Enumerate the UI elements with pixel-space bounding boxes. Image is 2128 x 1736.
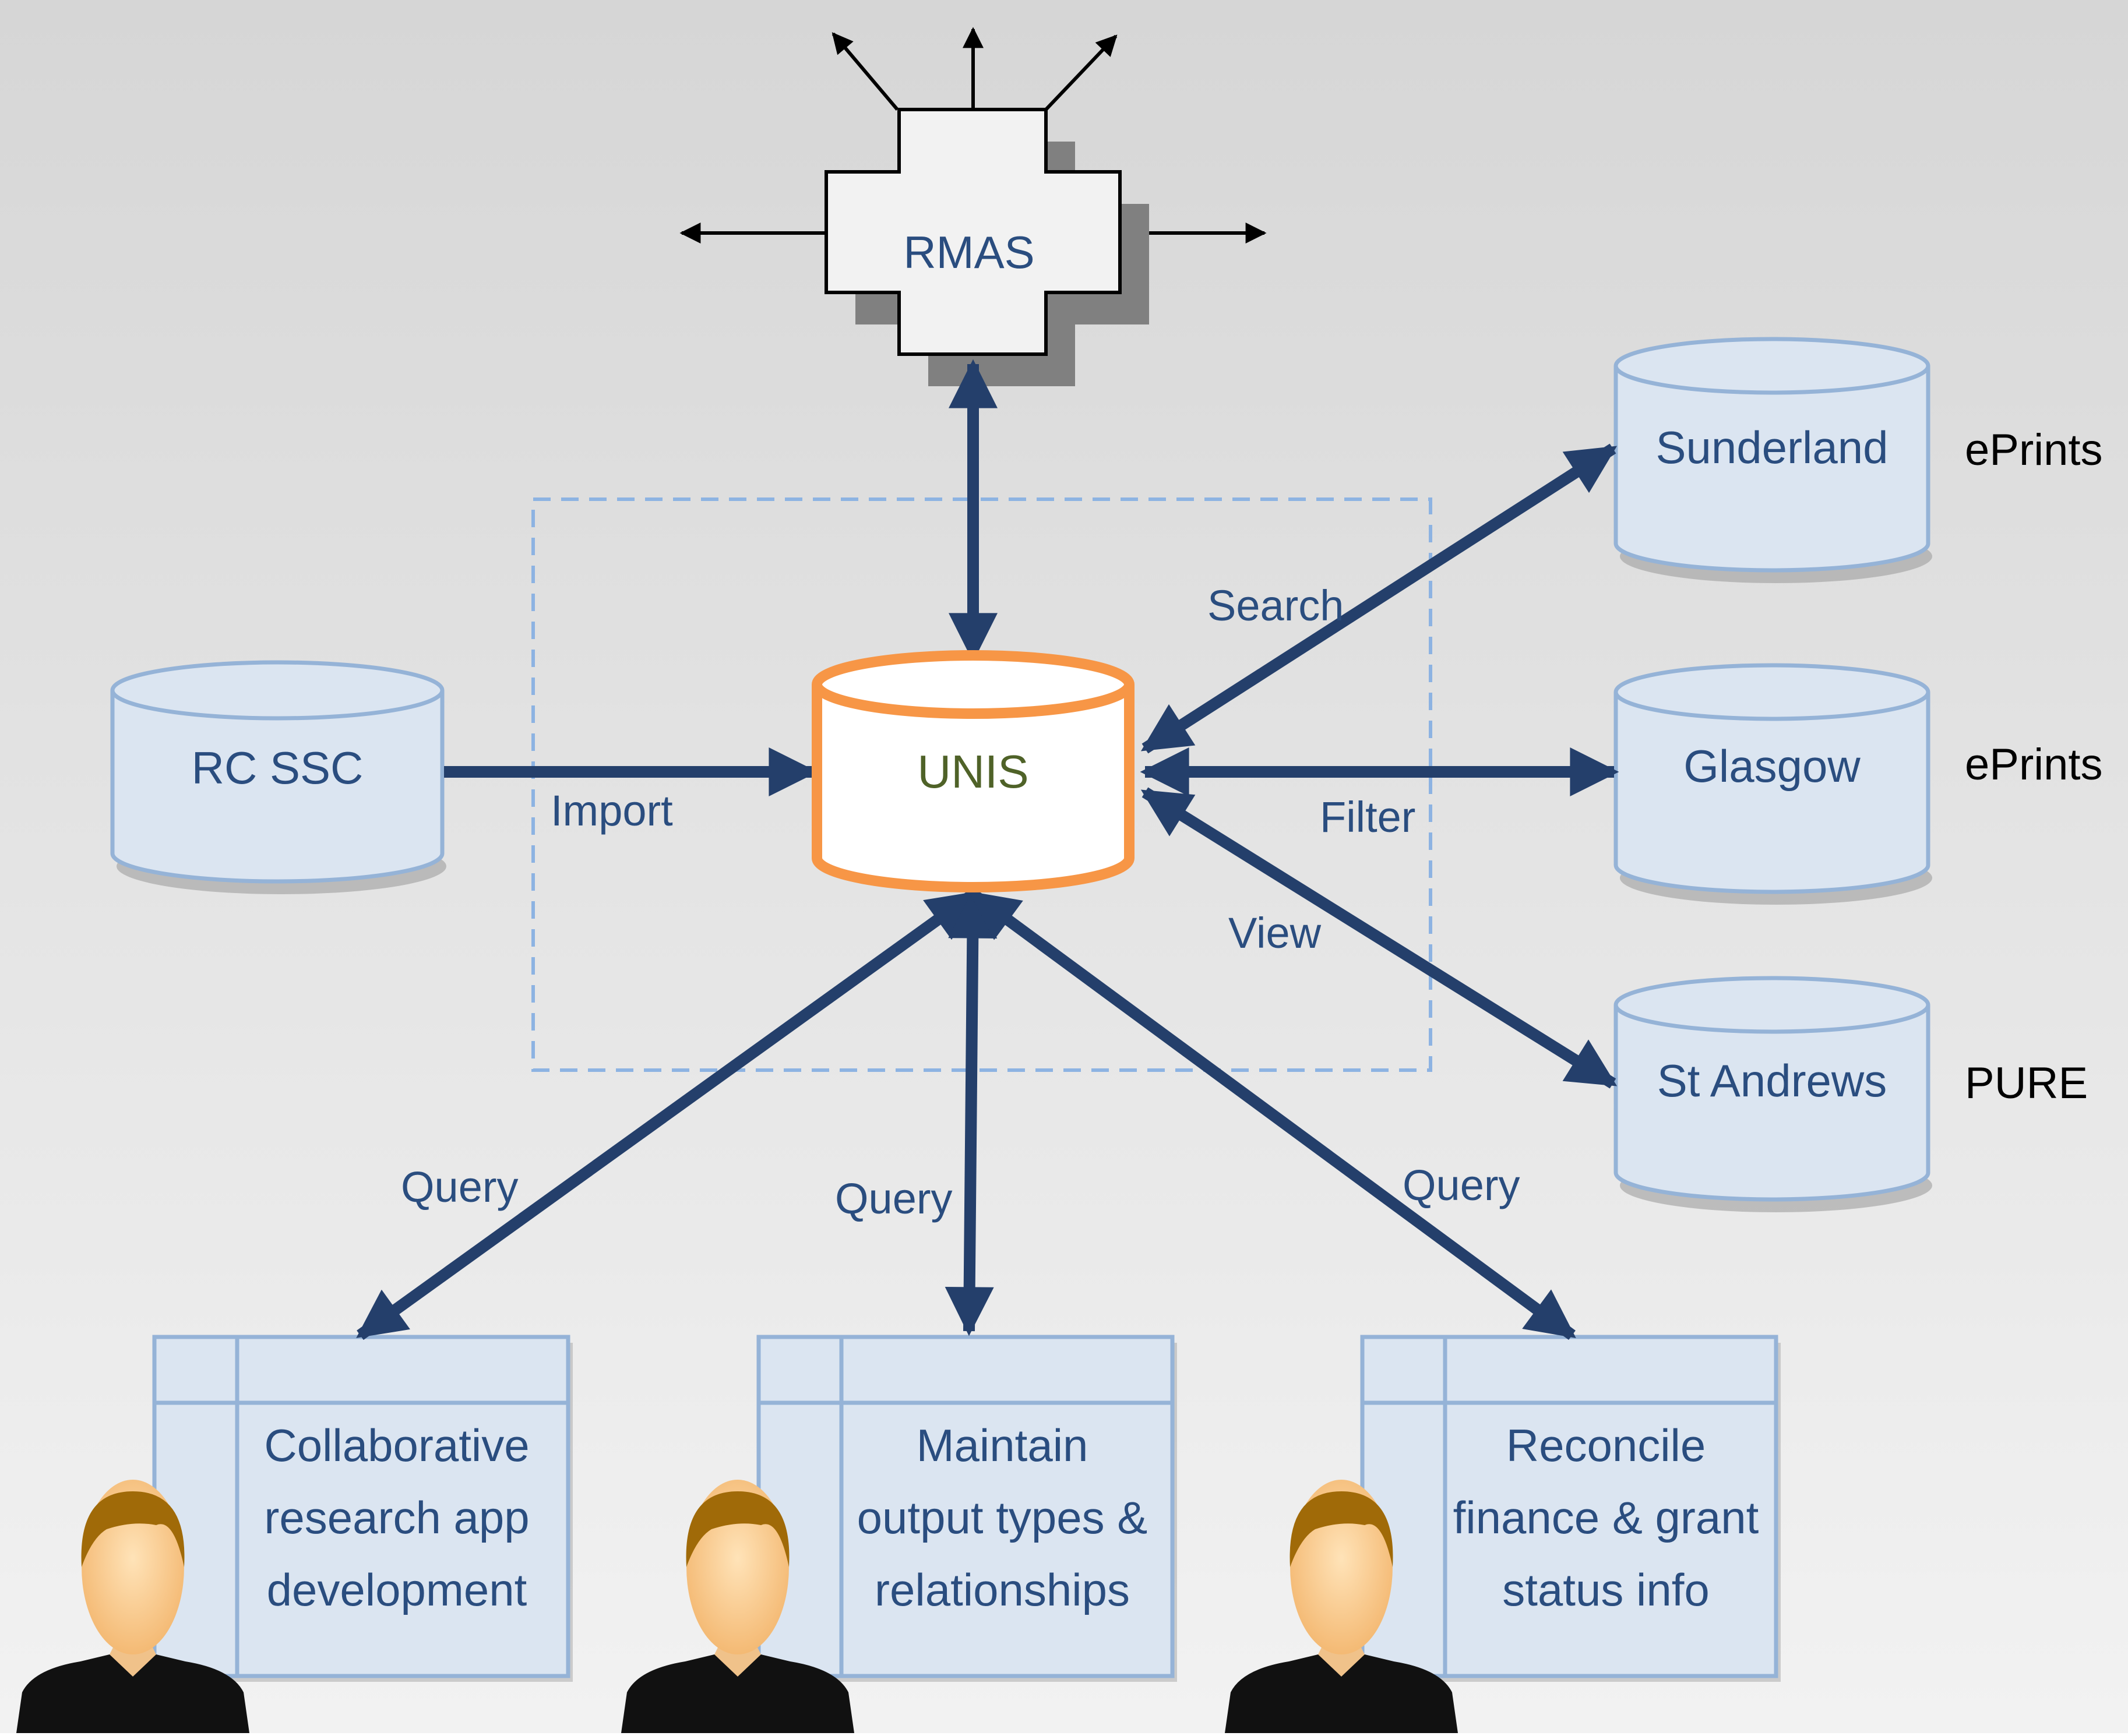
- rc-ssc-shape: [110, 690, 445, 884]
- edge-label-view: View: [1228, 909, 1322, 957]
- edge-label-query: Query: [401, 1163, 519, 1211]
- arrow-query-right: [969, 889, 1576, 1340]
- edge-label-query: Query: [1403, 1161, 1520, 1209]
- app-line: research app: [264, 1492, 529, 1543]
- app-panel-reconcile[interactable]: Reconcile finance & grant status info: [1360, 1335, 1781, 1682]
- arrow-sunderland: [1140, 443, 1618, 754]
- rmas-shape: [825, 108, 1122, 356]
- app-panel-collaborative[interactable]: Collaborative research app development: [152, 1335, 573, 1682]
- app-line: status info: [1502, 1564, 1710, 1615]
- arrow-query-left: [356, 889, 977, 1340]
- app-line: Reconcile: [1506, 1420, 1706, 1471]
- unis-shape: [812, 684, 1135, 892]
- unis-node[interactable]: UNIS: [812, 650, 1135, 892]
- rmas-label: RMAS: [903, 227, 1034, 278]
- rc-ssc-label: RC SSC: [192, 742, 364, 793]
- app-line: Maintain: [917, 1420, 1088, 1471]
- repo-system-label: PURE: [1965, 1058, 2088, 1108]
- repo-sunderland[interactable]: Sunderland: [1613, 337, 1932, 583]
- app-line: finance & grant: [1453, 1492, 1759, 1543]
- rmas-node[interactable]: RMAS: [825, 108, 1149, 386]
- user-icon: [16, 1480, 249, 1733]
- user-icon: [621, 1480, 854, 1733]
- rc-ssc-node[interactable]: RC SSC: [110, 660, 446, 894]
- edge-label-import: Import: [551, 786, 673, 835]
- app-panel-maintain[interactable]: Maintain output types & relationships: [756, 1335, 1177, 1682]
- edge-label-filter: Filter: [1320, 793, 1415, 841]
- app-line: Collaborative: [264, 1420, 529, 1471]
- repo-st-andrews[interactable]: St Andrews: [1613, 976, 1932, 1212]
- edge-label-query: Query: [835, 1174, 953, 1223]
- repo-system-label: ePrints: [1965, 740, 2103, 789]
- edge-label-search: Search: [1207, 581, 1344, 630]
- connection-arrows: [356, 359, 1619, 1340]
- app-line: relationships: [875, 1564, 1130, 1615]
- repo-system-label: ePrints: [1965, 425, 2103, 475]
- repo-label: St Andrews: [1657, 1055, 1887, 1106]
- repo-label: Sunderland: [1656, 422, 1889, 473]
- user-icon: [1225, 1480, 1458, 1733]
- repo-glasgow[interactable]: Glasgow: [1613, 663, 1932, 905]
- app-line: development: [267, 1564, 527, 1615]
- arrow-query-middle: [945, 889, 998, 1336]
- unis-label: UNIS: [917, 746, 1028, 798]
- app-line: output types &: [857, 1492, 1148, 1543]
- repo-label: Glasgow: [1683, 740, 1861, 792]
